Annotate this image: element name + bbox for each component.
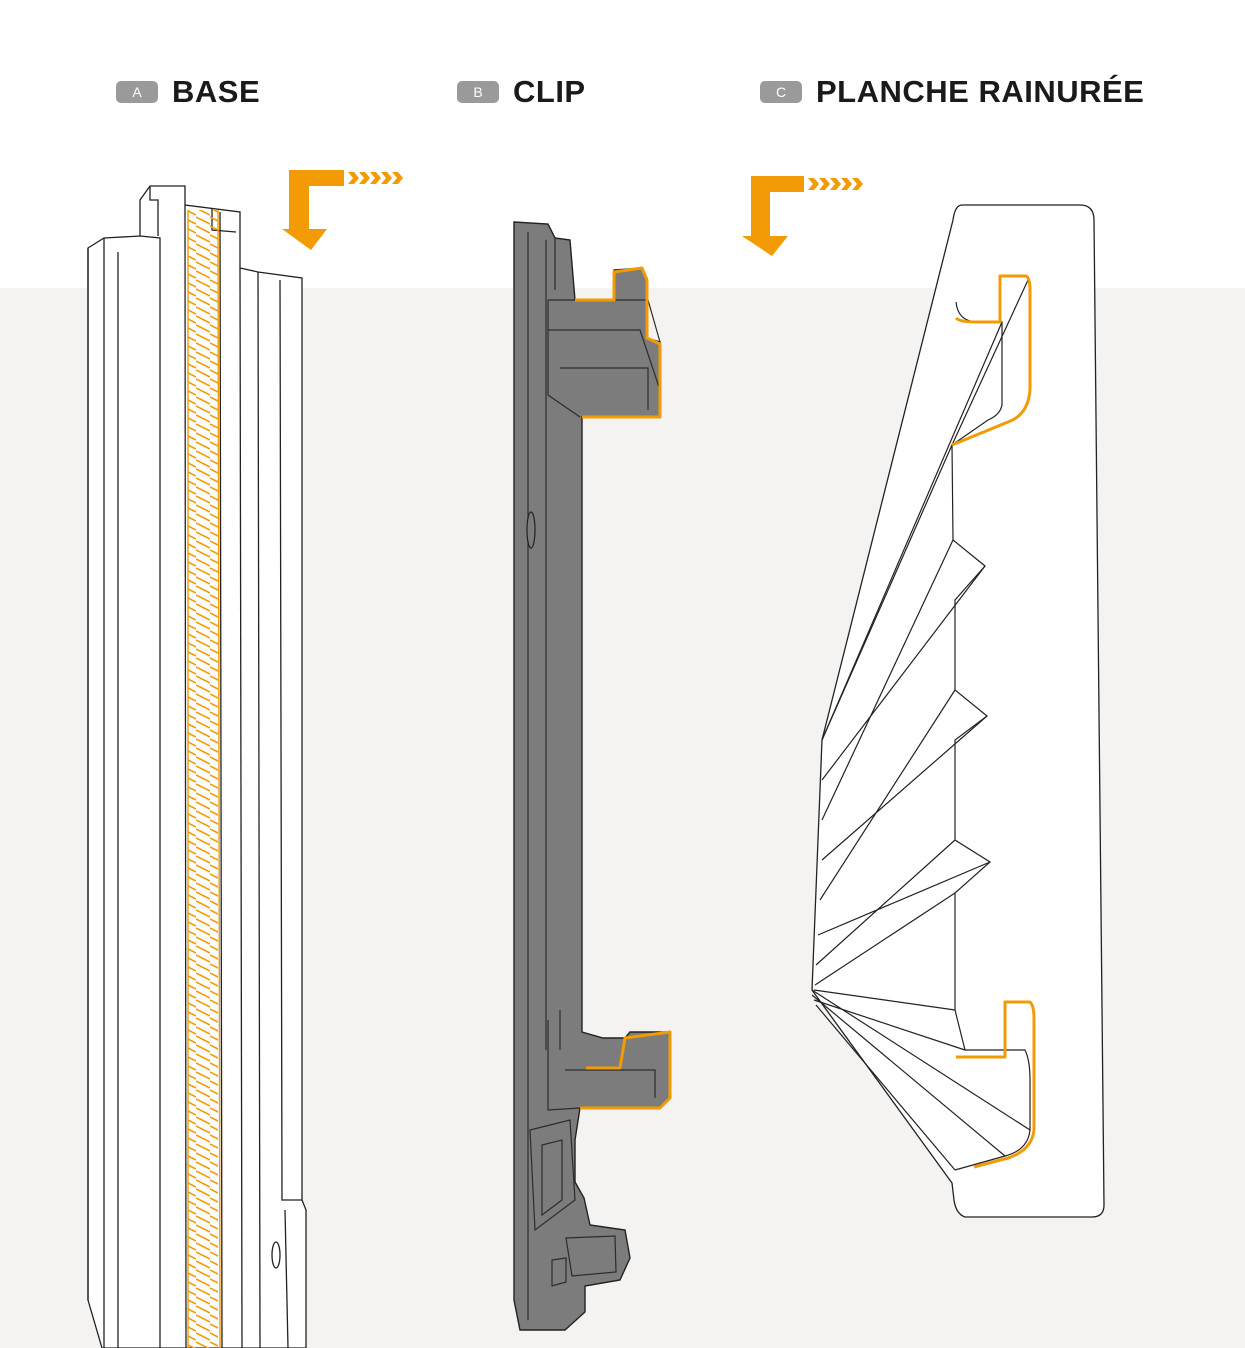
down-arrow-icon — [742, 176, 804, 256]
clip-part — [513, 221, 672, 1331]
legend-badge-a: A — [116, 81, 158, 103]
legend-item-base: A BASE — [116, 74, 260, 110]
chevron-trail-icon — [348, 172, 403, 184]
legend-label-clip: CLIP — [513, 74, 586, 109]
grooved-board — [811, 204, 1105, 1218]
base-rail — [87, 185, 307, 1348]
legend-label-base: BASE — [172, 74, 261, 109]
legend-badge-c: C — [760, 81, 802, 103]
down-arrow-icon — [282, 170, 344, 250]
chevron-trail-icon — [808, 178, 863, 190]
legend-label-planche: PLANCHE RAINURÉE — [816, 74, 1145, 109]
legend-badge-b: B — [457, 81, 499, 103]
legend-item-clip: B CLIP — [457, 74, 586, 110]
legend-item-planche: C PLANCHE RAINURÉE — [760, 74, 1144, 110]
